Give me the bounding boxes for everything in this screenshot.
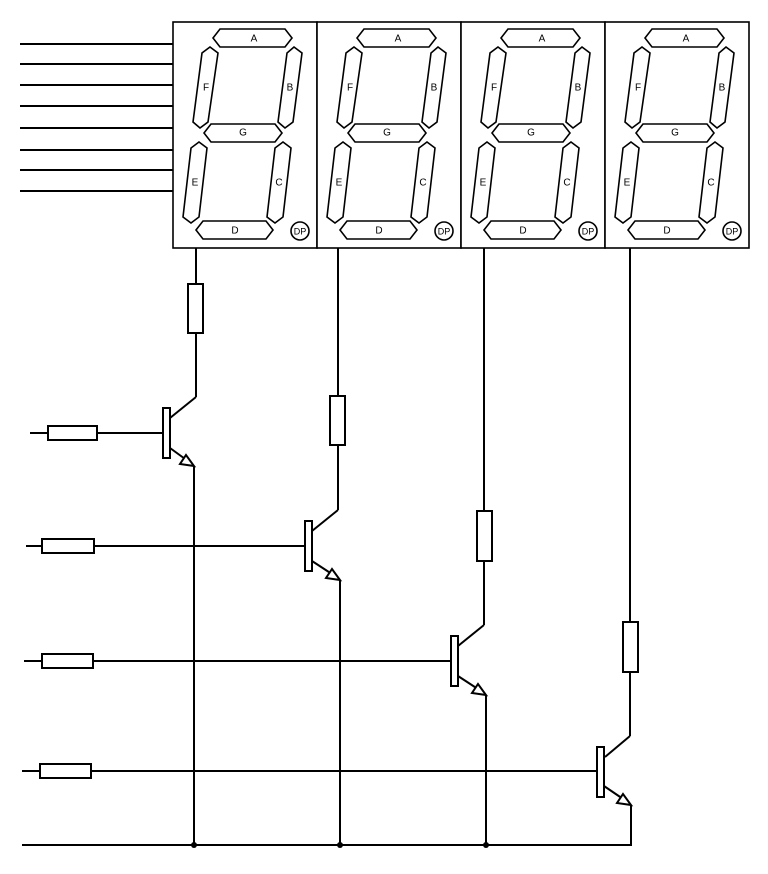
digit-2: A F B G E C D DP [316,21,462,249]
segment-a-label: A [395,34,402,45]
segment-g [346,123,428,143]
segment-a-label: A [683,34,690,45]
emitter-arrow [324,567,343,582]
collector-resistor [622,621,639,673]
collector-lead [457,624,485,647]
segment-d [626,220,707,240]
segment-a-label: A [539,34,546,45]
segment-f-label: F [491,83,497,94]
segment-b-label: B [575,83,582,94]
segment-d [194,220,275,240]
segment-c-label: C [275,178,282,189]
segment-c [266,141,292,224]
base-resistor [47,425,98,441]
digit-3: A F B G E C D DP [460,21,606,249]
collector-lead [169,396,197,419]
segment-b [421,45,447,130]
segment-g [202,123,284,143]
segment-f [624,46,651,130]
collector-lead [311,509,339,532]
emitter-arrow [178,453,197,468]
segment-b-label: B [719,83,726,94]
transistor-base-bar [450,635,459,687]
base-resistor [41,538,95,554]
segment-e [326,141,352,224]
segment-f [336,46,363,130]
segment-e-label: E [624,178,631,189]
segment-b [277,45,303,130]
transistor-stage-3 [24,248,493,848]
segment-e-label: E [336,178,343,189]
segment-b [709,45,735,130]
decimal-point [578,221,598,241]
transistor-stage-4 [22,248,639,845]
decimal-point [434,221,454,241]
junction-dot [337,842,343,848]
segment-b [565,45,591,130]
segment-a-label: A [251,34,258,45]
collector-resistor [476,510,493,562]
decimal-point-label: DP [438,226,451,236]
segment-f [192,46,219,130]
segment-d [482,220,563,240]
segment-b-label: B [287,83,294,94]
seven-segment-display: A F B G E C D DP A F B G [172,21,750,249]
segment-g [490,123,572,143]
segment-c-label: C [563,178,570,189]
segment-a [211,28,294,48]
collector-resistor [329,395,346,446]
decimal-point [290,221,310,241]
segment-f [480,46,507,130]
digit-4: A F B G E C D DP [604,21,750,249]
base-resistor [39,763,92,779]
segment-e [614,141,640,224]
segment-c-label: C [707,178,714,189]
segment-g-label: G [239,128,247,139]
segment-e [470,141,496,224]
collector-lead [604,735,631,758]
segment-f-label: F [635,83,641,94]
decimal-point-label: DP [294,226,307,236]
transistor-base-bar [304,520,313,572]
segment-g-label: G [671,128,679,139]
junction-dot [191,842,197,848]
segment-c-label: C [419,178,426,189]
collector-resistor [187,283,204,334]
transistor-stage-2 [26,248,346,848]
transistor-base-bar [596,746,605,798]
segment-a [643,28,726,48]
junction-dot [483,842,489,848]
segment-d-label: D [519,226,526,237]
transistor-stage-1 [30,248,204,848]
segment-g-label: G [527,128,535,139]
segment-e-label: E [192,178,199,189]
segment-d-label: D [231,226,238,237]
digit-1: A F B G E C D DP [172,21,318,249]
transistor-base-bar [162,407,171,459]
segment-g-label: G [383,128,391,139]
segment-d-label: D [375,226,382,237]
segment-a [355,28,438,48]
segment-a [499,28,582,48]
decimal-point [722,221,742,241]
emitter-arrow [615,792,634,807]
segment-c [410,141,436,224]
base-resistor [41,653,94,669]
segment-input-lines [20,43,173,192]
segment-e-label: E [480,178,487,189]
segment-d [338,220,419,240]
segment-b-label: B [431,83,438,94]
decimal-point-label: DP [726,226,739,236]
segment-g [634,123,716,143]
decimal-point-label: DP [582,226,595,236]
segment-c [698,141,724,224]
segment-f-label: F [203,83,209,94]
segment-d-label: D [663,226,670,237]
segment-e [182,141,208,224]
segment-c [554,141,580,224]
segment-f-label: F [347,83,353,94]
emitter-arrow [470,682,489,697]
